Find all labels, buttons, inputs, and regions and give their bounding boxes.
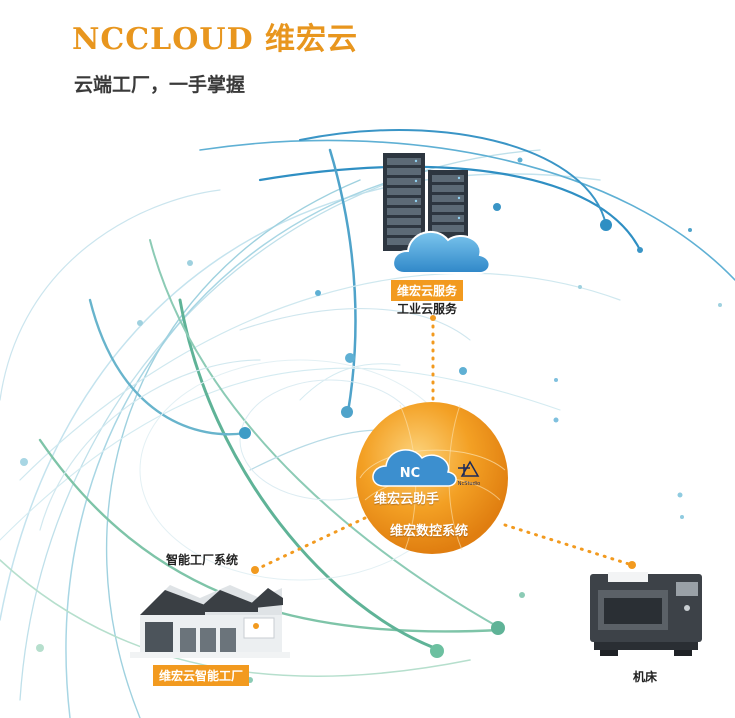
server-rack-icon (383, 153, 468, 252)
network-arcs (0, 129, 735, 718)
network-dots (20, 157, 722, 683)
tagline: 云端工厂，一手掌握 (74, 74, 246, 96)
assistant-hub: NC NcStudio (356, 402, 508, 554)
factory-icon (130, 585, 290, 658)
machine-label: 机床 (633, 670, 658, 684)
connector-end-dot (628, 561, 636, 569)
connector-end-dot (430, 315, 436, 321)
cloud-service-tag: 维宏云服务 (391, 280, 464, 301)
factory-tag: 维宏云智能工厂 (153, 665, 250, 686)
cloud-service-label: 工业云服务 (397, 302, 458, 316)
factory-label: 智能工厂系统 (166, 553, 239, 567)
connector-end-dot (251, 566, 259, 574)
assistant-label: 维宏数控系统 (390, 524, 469, 539)
connectors (253, 316, 634, 572)
nc-cloud-logo-icon (372, 449, 457, 487)
ncstudio-logo-icon (458, 460, 480, 477)
machine-tool-icon (590, 572, 702, 656)
assistant-tag: 维宏云助手 (374, 492, 440, 507)
cloud-icon (392, 230, 491, 275)
ncstudio-logo-text: NcStudio (458, 481, 480, 487)
nc-logo-text: NC (400, 466, 420, 481)
brand-title: NCCLOUD 维宏云 (72, 22, 359, 57)
